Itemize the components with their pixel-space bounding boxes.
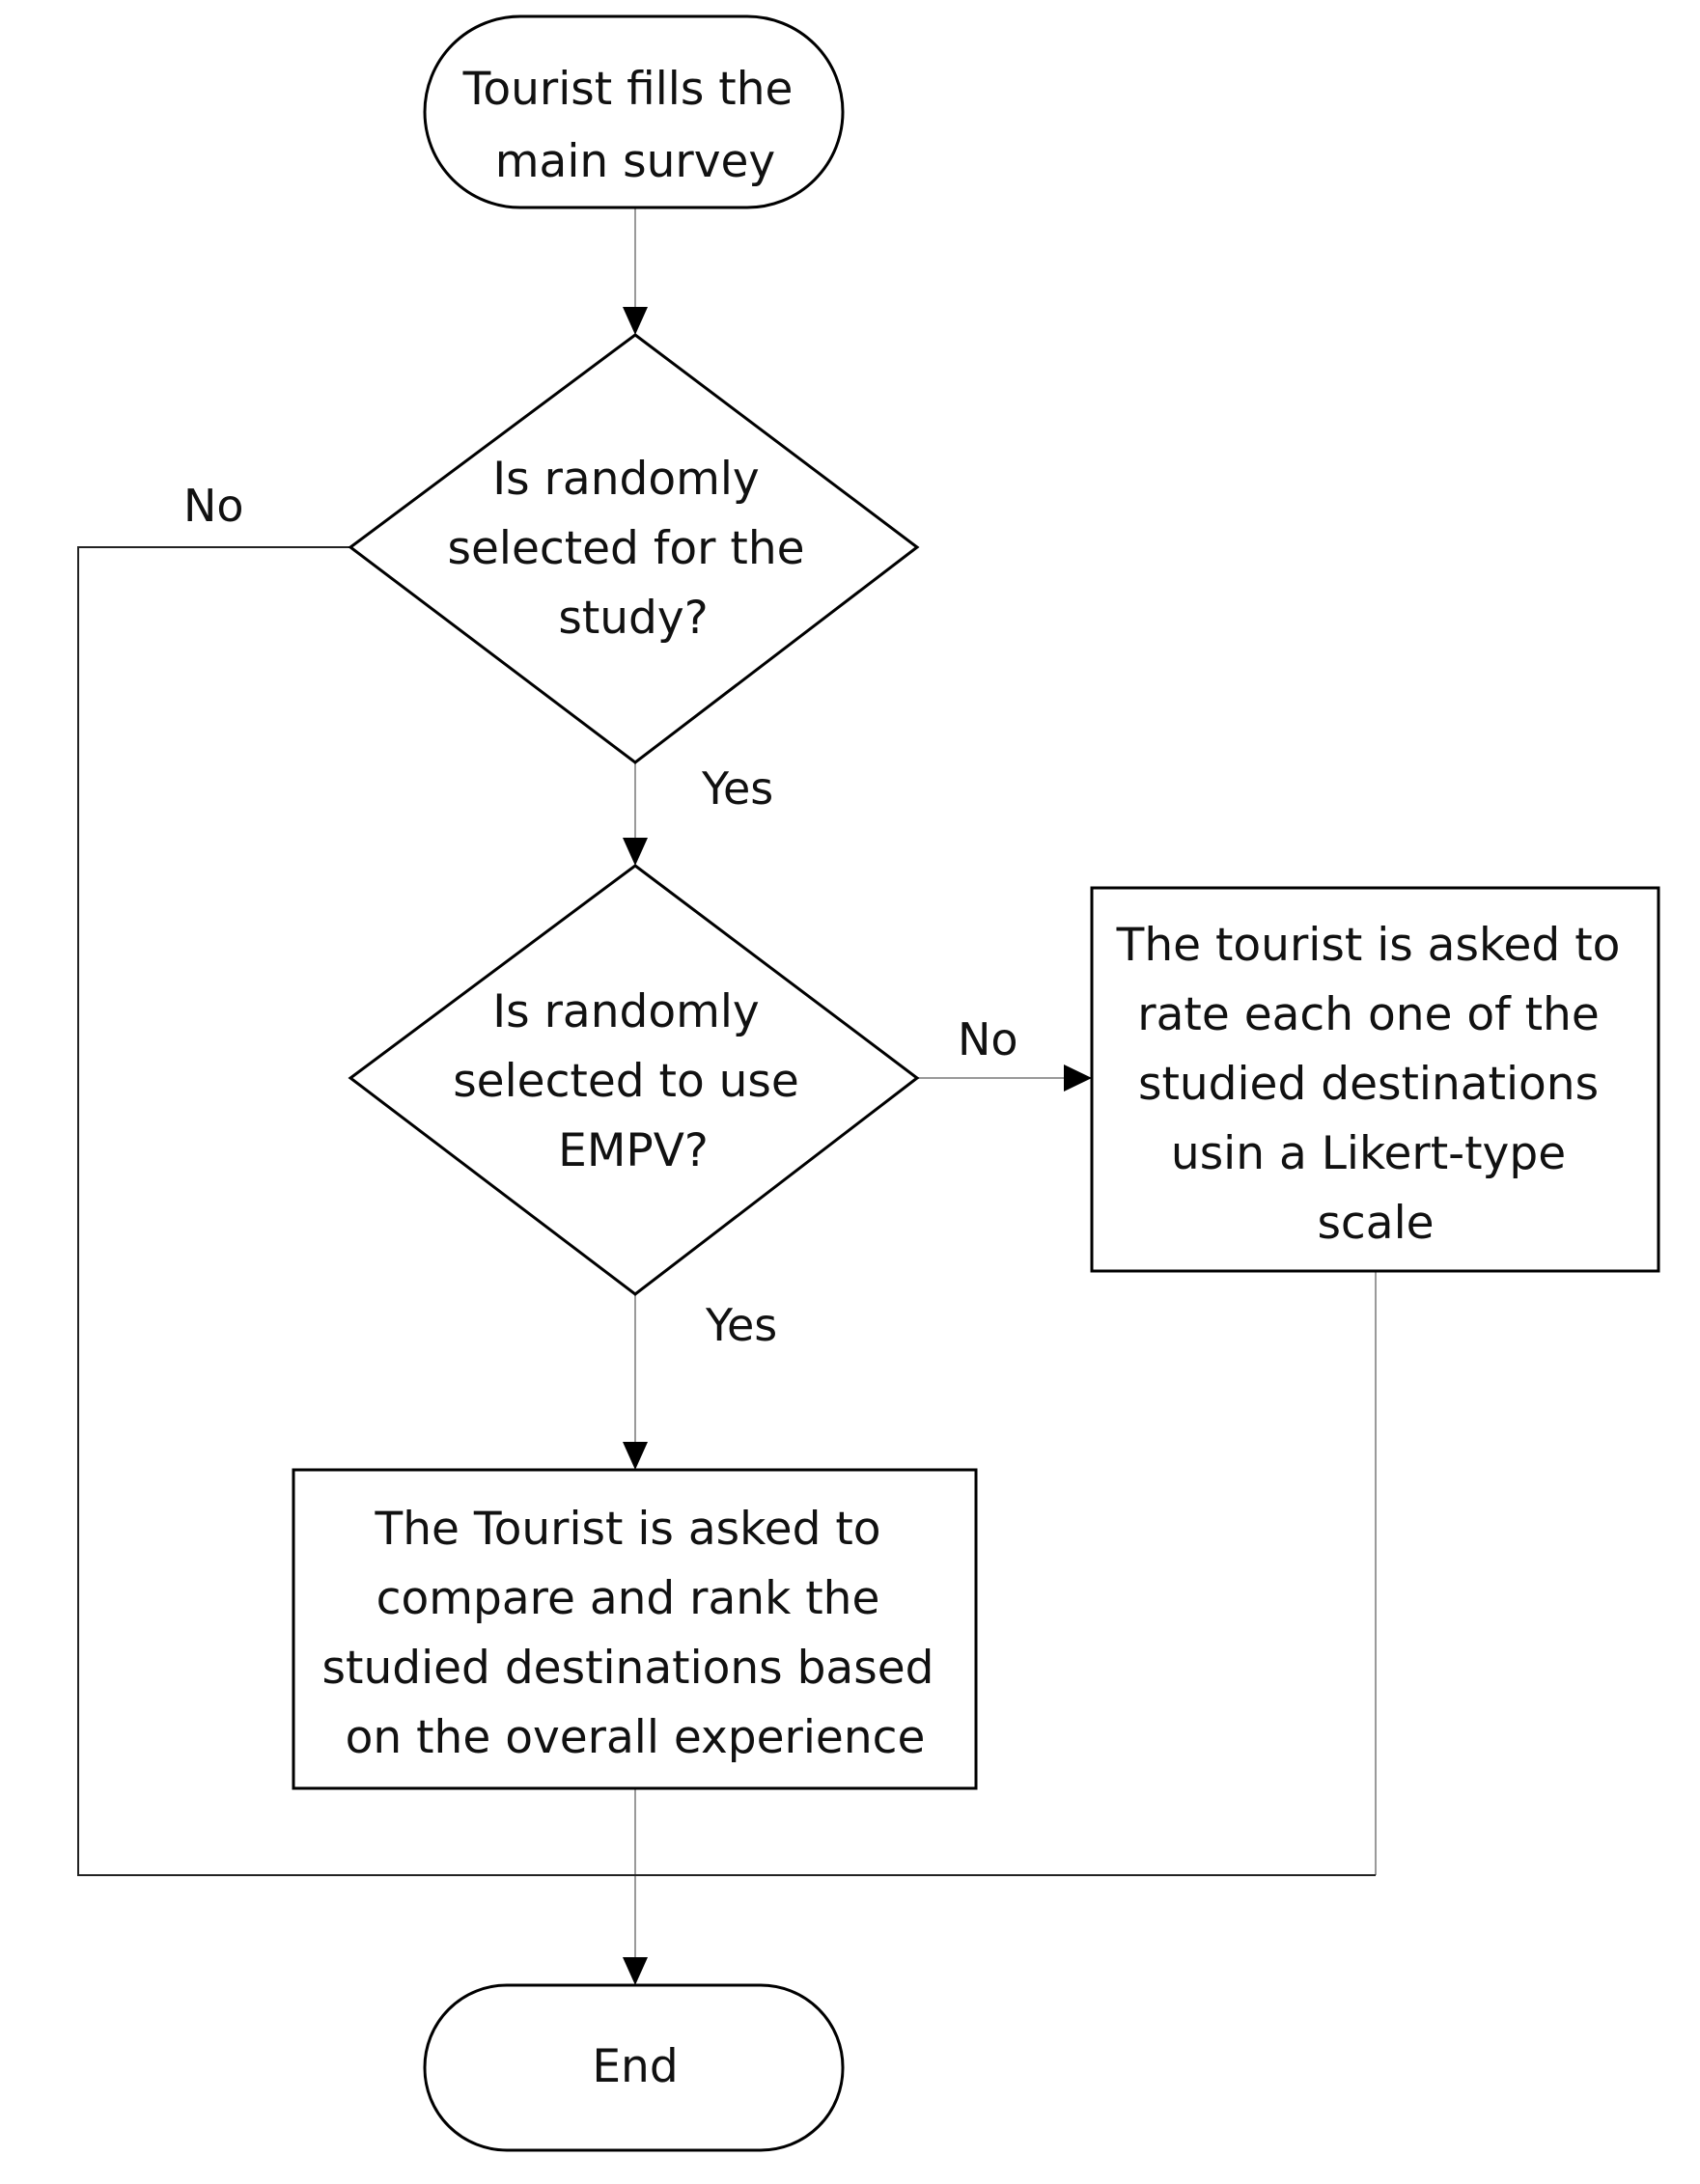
arrowhead-empv: [623, 838, 648, 866]
start-line: Tourist fills the: [462, 63, 794, 116]
arrowhead-rank: [623, 1442, 648, 1470]
likert-line: The tourist is asked to: [1116, 919, 1621, 972]
likert-line: studied destinations: [1138, 1058, 1599, 1111]
decision-empv-line: EMPV?: [558, 1124, 709, 1177]
decision-empv-text: Is randomly selected to use EMPV?: [453, 985, 814, 1177]
likert-line: scale: [1317, 1197, 1434, 1250]
likert-line: rate each one of the: [1137, 988, 1599, 1041]
decision-study-line: Is randomly: [492, 453, 759, 506]
likert-process-box: [1090, 886, 1660, 1273]
rank-line: studied destinations based: [322, 1642, 934, 1695]
arrowhead-end: [623, 1957, 648, 1985]
end-terminator: [423, 1983, 845, 2152]
rank-line: The Tourist is asked to: [375, 1503, 881, 1556]
likert-line: usin a Likert-type: [1171, 1127, 1566, 1180]
decision-study-line: study?: [558, 592, 708, 645]
likert-text: The tourist is asked to rate each one of…: [1116, 919, 1635, 1250]
edge-label-empv-no: No: [958, 1013, 1018, 1065]
end-line: End: [592, 2040, 678, 2093]
rank-process-box: [292, 1468, 978, 1790]
rank-line: on the overall experience: [346, 1711, 926, 1764]
start-text: Tourist fills the main survey: [462, 63, 808, 188]
start-terminator: [423, 14, 845, 209]
decision-selected-for-study: [348, 333, 920, 764]
rank-line: compare and rank the: [376, 1572, 880, 1625]
arrowhead-likert: [1064, 1064, 1092, 1092]
end-text: End: [592, 2040, 678, 2093]
edge-label-study-no: No: [183, 480, 244, 532]
edge-label-empv-yes: Yes: [705, 1299, 777, 1351]
decision-study-text: Is randomly selected for the study?: [448, 453, 820, 645]
connector-study-no-path: [77, 546, 635, 1876]
arrowhead-study: [623, 307, 648, 335]
decision-study-line: selected for the: [448, 522, 805, 575]
rank-text: The Tourist is asked to compare and rank…: [322, 1503, 949, 1764]
edge-label-study-yes: Yes: [701, 762, 773, 815]
decision-selected-for-empv: [348, 864, 920, 1296]
start-line: main survey: [495, 135, 776, 188]
decision-empv-line: Is randomly: [492, 985, 759, 1038]
decision-empv-line: selected to use: [453, 1055, 799, 1108]
